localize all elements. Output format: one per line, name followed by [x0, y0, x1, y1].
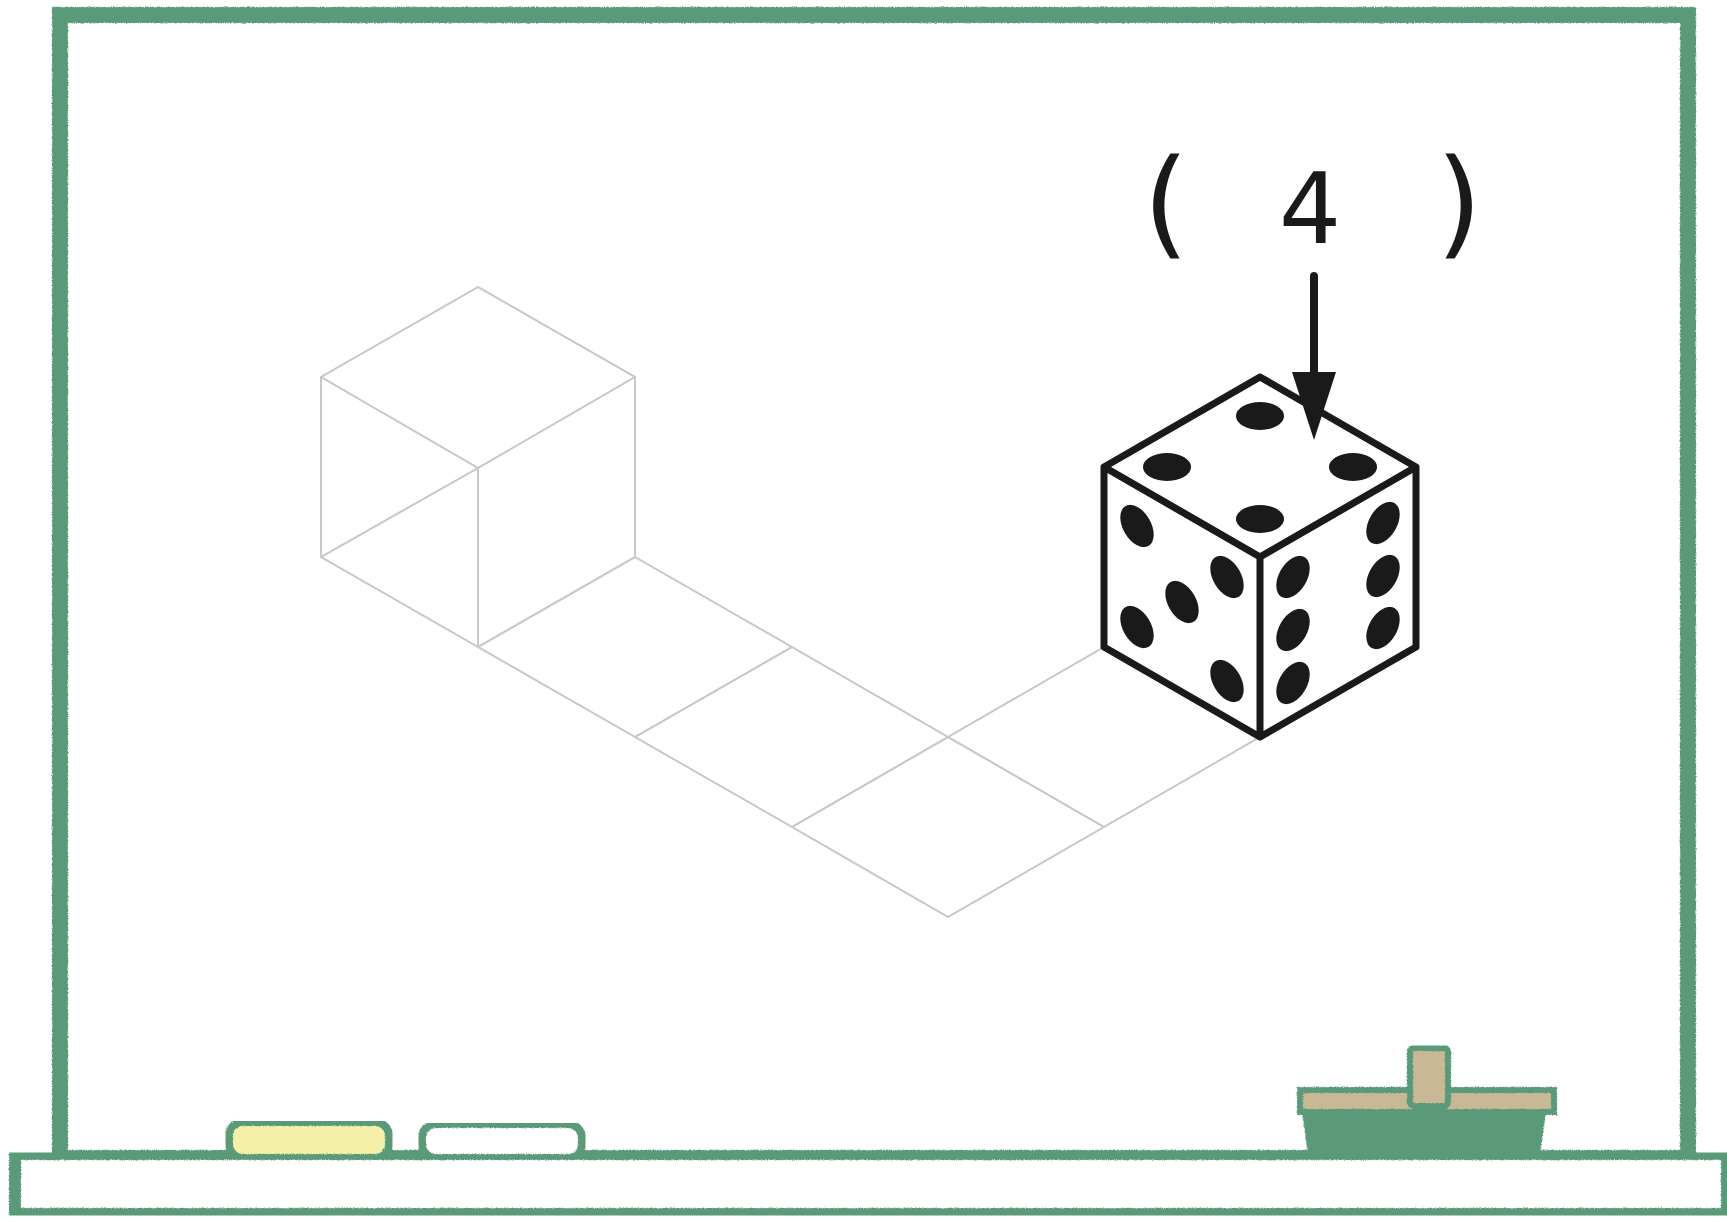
pip: [1329, 453, 1377, 481]
pip: [1210, 659, 1244, 703]
chalk-tray: [9, 1148, 1727, 1220]
pip: [1165, 580, 1199, 624]
pip: [1366, 606, 1400, 650]
die: [1100, 373, 1420, 741]
pip: [1236, 402, 1284, 430]
open-paren: (: [1143, 133, 1189, 271]
close-paren: ): [1436, 133, 1482, 271]
pip: [1276, 661, 1310, 705]
chalk-yellow-icon: [225, 1118, 393, 1162]
pip: [1366, 554, 1400, 598]
die-left-pips: [1120, 504, 1244, 703]
die-top-pips: [1143, 402, 1377, 533]
die-right-pips: [1276, 501, 1400, 705]
grid-square-2: [632, 645, 951, 829]
pip: [1276, 608, 1310, 652]
eraser-icon: [1297, 1045, 1557, 1155]
pip: [1120, 605, 1154, 649]
grid-square-3: [789, 735, 1107, 919]
pip: [1276, 555, 1310, 599]
chalk-white-icon: [418, 1120, 586, 1162]
arrow-down-icon: [1292, 272, 1336, 440]
pip: [1210, 555, 1244, 599]
answer-value: 4: [1279, 153, 1341, 267]
pip: [1236, 505, 1284, 533]
pip: [1143, 453, 1191, 481]
grid-square-1: [475, 555, 795, 739]
pip: [1366, 501, 1400, 545]
pip: [1120, 504, 1154, 548]
